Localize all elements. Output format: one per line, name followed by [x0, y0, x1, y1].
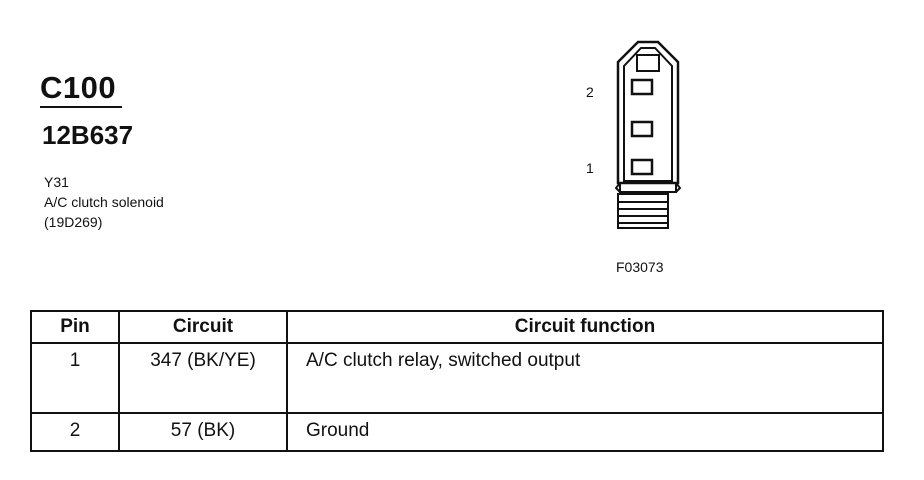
connector-tail: [617, 193, 669, 229]
connector-id: C100: [40, 70, 117, 105]
component-ref: (19D269): [44, 214, 103, 230]
connector-face-diagram: [614, 40, 682, 229]
cell-circuit: 57 (BK): [118, 412, 288, 452]
header-circuit-function: Circuit function: [286, 310, 884, 344]
cell-circuit-function: A/C clutch relay, switched output: [286, 342, 884, 414]
cell-pin: 1: [30, 342, 120, 414]
pin-cavity-2: [630, 78, 654, 96]
pin-label-1: 1: [586, 160, 594, 176]
connector-housing-outer: [616, 40, 680, 185]
connector-latch: [636, 54, 660, 72]
cell-circuit-function: Ground: [286, 412, 884, 452]
connector-base: [619, 182, 677, 193]
table-row: 2 57 (BK) Ground: [30, 412, 884, 452]
pin-cavity-1: [630, 158, 654, 176]
cell-circuit: 347 (BK/YE): [118, 342, 288, 414]
connector-housing-inner: [623, 47, 673, 182]
component-name: A/C clutch solenoid: [44, 194, 164, 210]
cell-pin: 2: [30, 412, 120, 452]
pin-label-2: 2: [586, 84, 594, 100]
header-circuit: Circuit: [118, 310, 288, 344]
pin-cavity-middle: [630, 120, 654, 138]
component-info: Y31 A/C clutch solenoid (19D269): [44, 172, 164, 232]
header-pin: Pin: [30, 310, 120, 344]
table-row: 1 347 (BK/YE) A/C clutch relay, switched…: [30, 342, 884, 414]
part-number: 12B637: [42, 120, 134, 150]
pin-table: Pin Circuit Circuit function 1 347 (BK/Y…: [30, 310, 884, 452]
component-code: Y31: [44, 174, 69, 190]
figure-id: F03073: [616, 259, 664, 275]
table-header-row: Pin Circuit Circuit function: [30, 310, 884, 344]
connector-id-underline: [40, 106, 122, 108]
